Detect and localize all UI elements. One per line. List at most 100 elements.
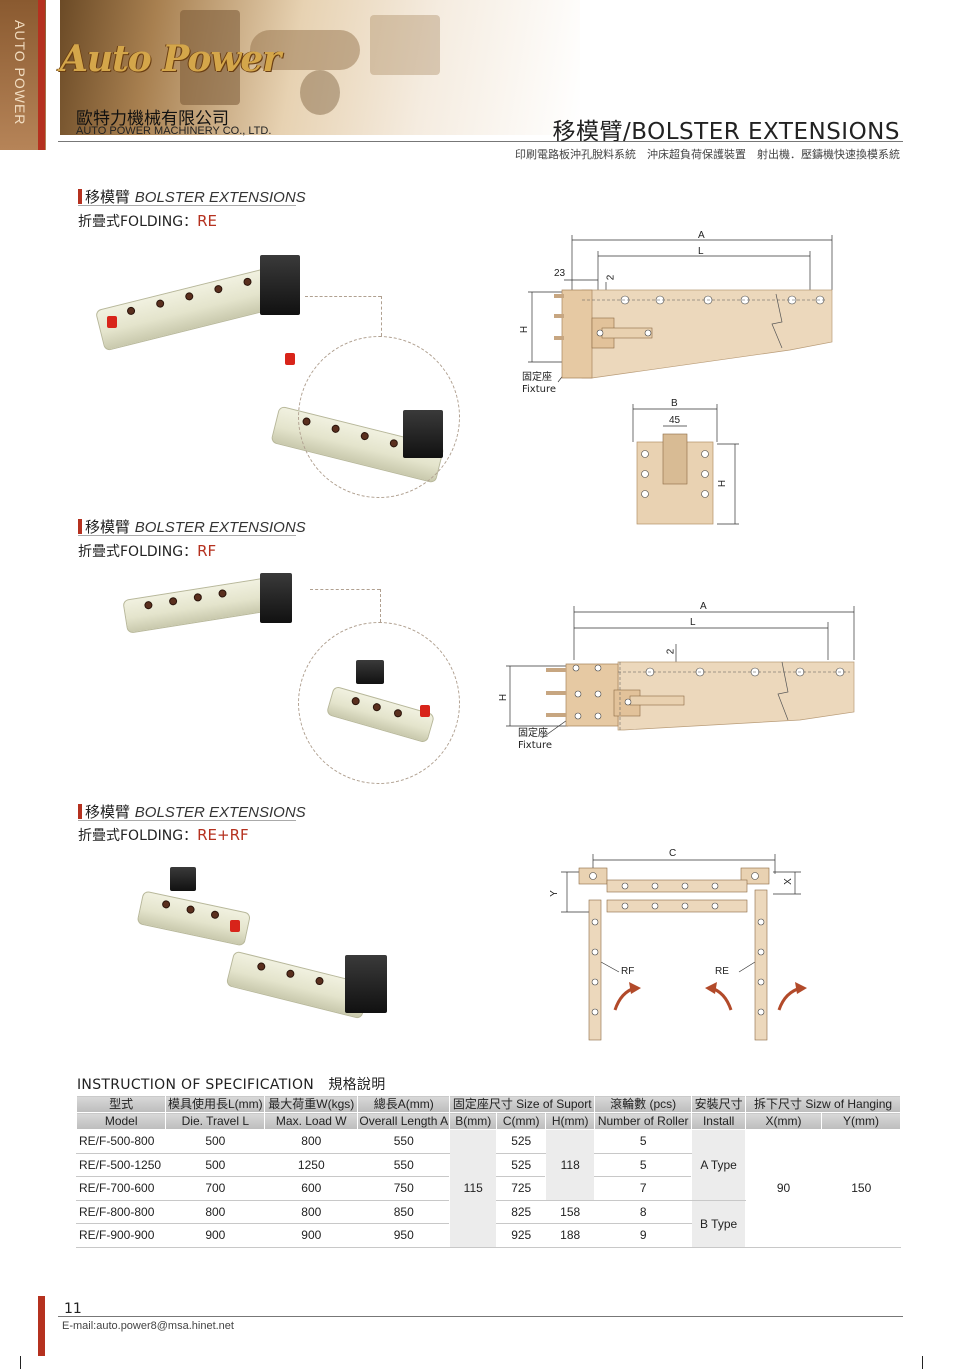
label-re: RE [715,966,729,977]
col-h: H(mm) [545,1112,596,1130]
zoom-leader [381,296,382,336]
fixture-en: Fixture [518,740,553,751]
cell-rollers: 9 [594,1223,692,1248]
arm-body [122,576,276,634]
header-photo-shape [250,30,360,70]
heading-marker [78,804,82,819]
cell-c: 925 [496,1223,546,1248]
cell-length: 550 [357,1153,450,1177]
re-rf-product-image [135,855,395,1025]
fixture-label: 固定座 Fixture [522,372,556,396]
heading-rule [78,535,296,536]
section-sub-re: 折疊式FOLDING：RE [78,211,217,231]
cell-rollers: 5 [594,1129,692,1154]
roller-hole [185,904,196,915]
cell-length: 750 [357,1176,450,1201]
cell-model: RE/F-500-1250 [75,1153,166,1177]
section-sub-re-rf: 折疊式FOLDING：RE+RF [78,825,249,845]
re-side-drawing: A L 23 2 H 固定座 Fixture [519,230,840,400]
col-rollers-en: Number of Roller [594,1112,693,1130]
dim-h: H [519,325,531,334]
roller-hole [256,961,267,972]
heading-en: BOLSTER EXTENSIONS [134,519,306,536]
dim-b: B [671,398,678,409]
section-heading-rf: 移模臂 BOLSTER EXTENSIONS [78,516,306,537]
cell-load: 900 [264,1223,358,1248]
folding-label: 折疊式FOLDING： [78,544,198,560]
page-subtitle: 印刷電路板沖孔脫料系統 沖床超負荷保護裝置 射出機．壓鑄機快速換模系統 [515,148,900,161]
mount-bracket [260,255,300,315]
folding-label: 折疊式FOLDING： [78,828,198,844]
section-heading-re-rf: 移模臂 BOLSTER EXTENSIONS [78,801,306,822]
col-y: Y(mm) [821,1112,901,1130]
zoom-leader [305,296,381,297]
dim-l: L [690,617,696,628]
red-stopper [107,316,117,328]
cell-load: 800 [264,1200,358,1224]
heading-cn: 移模臂 [85,518,131,536]
cell-load: 600 [264,1176,358,1201]
re-end-drawing: B 45 H [625,398,745,528]
spec-header-row-2: Model Die. Travel L Max. Load W Overall … [75,1112,901,1130]
dim-h: H [498,693,510,702]
red-stopper [230,920,240,932]
mount-bracket [345,955,387,1013]
cell-model: RE/F-700-600 [75,1176,166,1201]
header-photo-shape [370,15,440,75]
roller-hole [314,976,325,986]
cell-c: 825 [496,1200,546,1224]
cell-travel: 500 [165,1153,265,1177]
cell-load: 800 [264,1129,358,1154]
zoom-circle [298,622,460,784]
heading-rule [78,205,296,206]
cell-y: 150 [821,1129,901,1248]
col-load: 最大荷重W(kgs) [264,1095,359,1113]
zoom-leader [310,589,380,590]
col-travel: 模具使用長L(mm) [165,1095,266,1113]
fixture-cn: 固定座 [518,728,548,739]
heading-marker [78,189,82,204]
col-c: C(mm) [496,1112,547,1130]
col-install: 安裝尺寸 [691,1095,747,1113]
folding-code: RF [197,542,217,560]
crop-mark [922,1356,923,1369]
header-photo-shape [300,70,340,115]
table-row: RE/F-500-1250 500 1250 550 525 5 [75,1153,901,1177]
col-rollers: 滾輪數 (pcs) [594,1095,693,1113]
col-hanging: 拆下尺寸 Sizw of Hanging [745,1095,901,1113]
spec-title: INSTRUCTION OF SPECIFICATION 規格說明 [77,1077,386,1093]
cell-load: 1250 [264,1153,358,1177]
dim-c: C [669,848,677,859]
roller-hole [193,592,203,602]
cell-h: 188 [545,1223,595,1248]
col-length-en: Overall Length A [357,1112,451,1130]
header-photo [60,0,580,135]
folding-code: RE [197,212,218,230]
header-photo-shape [180,10,240,105]
spec-table: 型式 模具使用長L(mm) 最大荷重W(kgs) 總長A(mm) 固定座尺寸 S… [75,1095,901,1248]
cell-model: RE/F-500-800 [75,1129,166,1154]
cell-c: 525 [496,1129,546,1154]
side-brand-text: AUTO POWER [12,20,28,126]
col-load-en: Max. Load W [264,1112,359,1130]
roller-hole [285,968,296,979]
dim-45: 45 [669,415,681,426]
re-rf-combo-drawing: C X Y RF RE [545,842,815,1047]
roller-hole [143,600,154,610]
spec-header-row-1: 型式 模具使用長L(mm) 最大荷重W(kgs) 總長A(mm) 固定座尺寸 S… [75,1095,901,1113]
fixture-label: 固定座 Fixture [518,728,552,752]
page-number: 11 [64,1301,82,1317]
cell-install: B Type [691,1200,746,1248]
red-stopper [285,353,295,365]
section-sub-rf: 折疊式FOLDING：RF [78,541,216,561]
heading-en: BOLSTER EXTENSIONS [134,804,306,821]
roller-hole [155,298,166,309]
col-model-en: Model [75,1112,167,1130]
cell-h: 158 [545,1200,595,1224]
roller-hole [161,899,171,910]
col-b: B(mm) [449,1112,498,1130]
col-support: 固定座尺寸 Size of Suport [449,1095,596,1113]
roller-hole [126,306,136,316]
heading-en: BOLSTER EXTENSIONS [134,189,306,206]
dim-x: X [782,878,794,885]
